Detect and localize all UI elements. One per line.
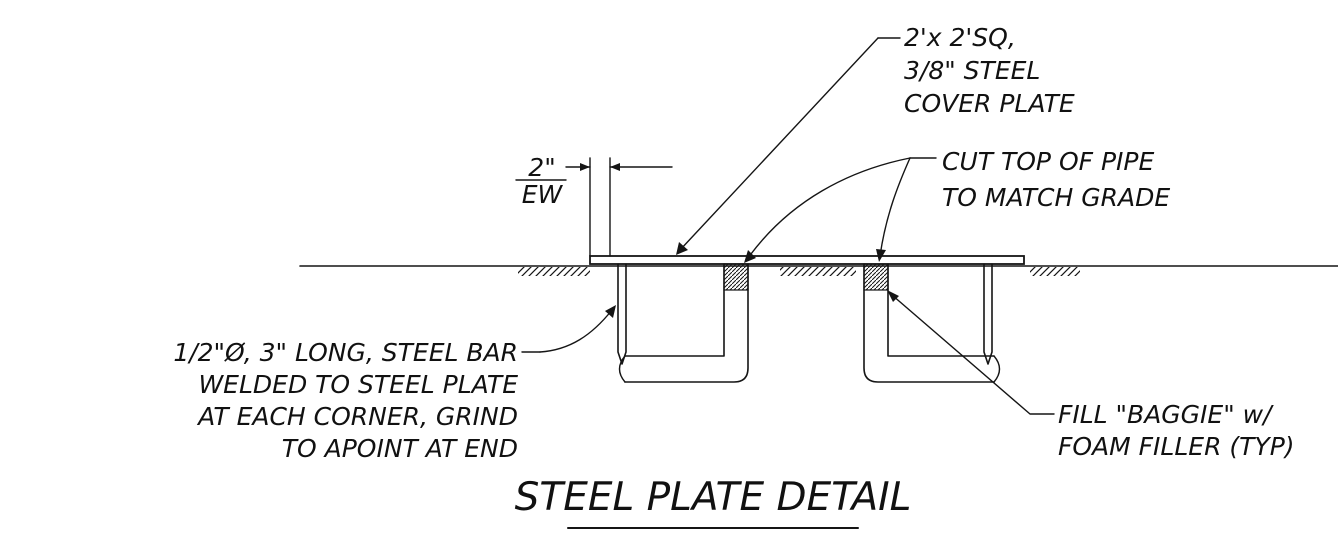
foam-filler-left: [723, 263, 749, 291]
steel-cover-plate: [589, 255, 1025, 265]
cover-plate-line-3: COVER PLATE: [904, 89, 1075, 118]
cover-plate-line-2: 3/8" STEEL: [904, 56, 1040, 85]
steel-bar-line-4: TO APOINT AT END: [282, 434, 518, 463]
steel-bar-line-3: AT EACH CORNER, GRIND: [196, 402, 518, 431]
fill-line-2: FOAM FILLER (TYP): [1058, 432, 1295, 461]
steel-bar-line-2: WELDED TO STEEL PLATE: [198, 370, 518, 399]
leader-cut-pipe: [744, 157, 937, 263]
leader-cover-plate: [676, 37, 901, 255]
foam-filler-right: [863, 263, 889, 291]
cut-pipe-line-2: TO MATCH GRADE: [942, 183, 1170, 212]
earth-hatch-group: [518, 267, 1080, 276]
detail-title: STEEL PLATE DETAIL: [515, 475, 912, 520]
fill-line-1: FILL "BAGGIE" w/: [1058, 400, 1274, 429]
earth-hatch-mid: [780, 267, 856, 276]
dimension-unit: EW: [522, 180, 564, 209]
pipe-right: [863, 263, 1001, 383]
cut-pipe-line-1: CUT TOP OF PIPE: [942, 147, 1154, 176]
label-fill: FILL "BAGGIE" w/ FOAM FILLER (TYP): [1058, 400, 1295, 461]
label-cut-pipe: CUT TOP OF PIPE TO MATCH GRADE: [942, 147, 1170, 212]
dimension-value: 2": [528, 153, 555, 182]
cover-plate-line-1: 2'x 2'SQ,: [904, 23, 1016, 52]
label-steel-bar: 1/2"Ø, 3" LONG, STEEL BAR WELDED TO STEE…: [173, 338, 518, 463]
label-cover-plate: 2'x 2'SQ, 3/8" STEEL COVER PLATE: [904, 23, 1075, 118]
earth-hatch-left: [518, 267, 590, 276]
steel-bar-line-1: 1/2"Ø, 3" LONG, STEEL BAR: [173, 338, 518, 367]
leader-steel-bar: [521, 305, 616, 353]
earth-hatch-right: [1030, 267, 1080, 276]
steel-bar-left: [617, 263, 627, 365]
dimension-2in: [515, 157, 673, 257]
leader-fill: [887, 290, 1055, 415]
steel-bar-right: [983, 263, 993, 365]
pipe-left: [618, 263, 749, 383]
